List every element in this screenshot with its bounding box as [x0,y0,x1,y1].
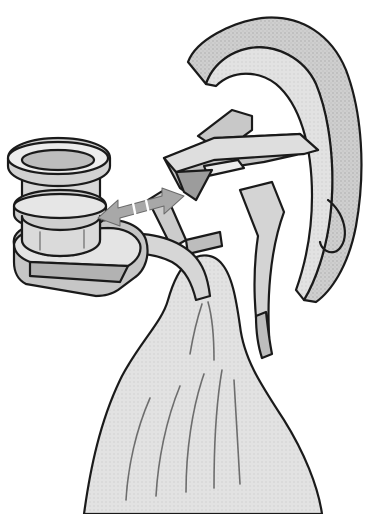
cylinder-spout-icon [8,138,110,256]
